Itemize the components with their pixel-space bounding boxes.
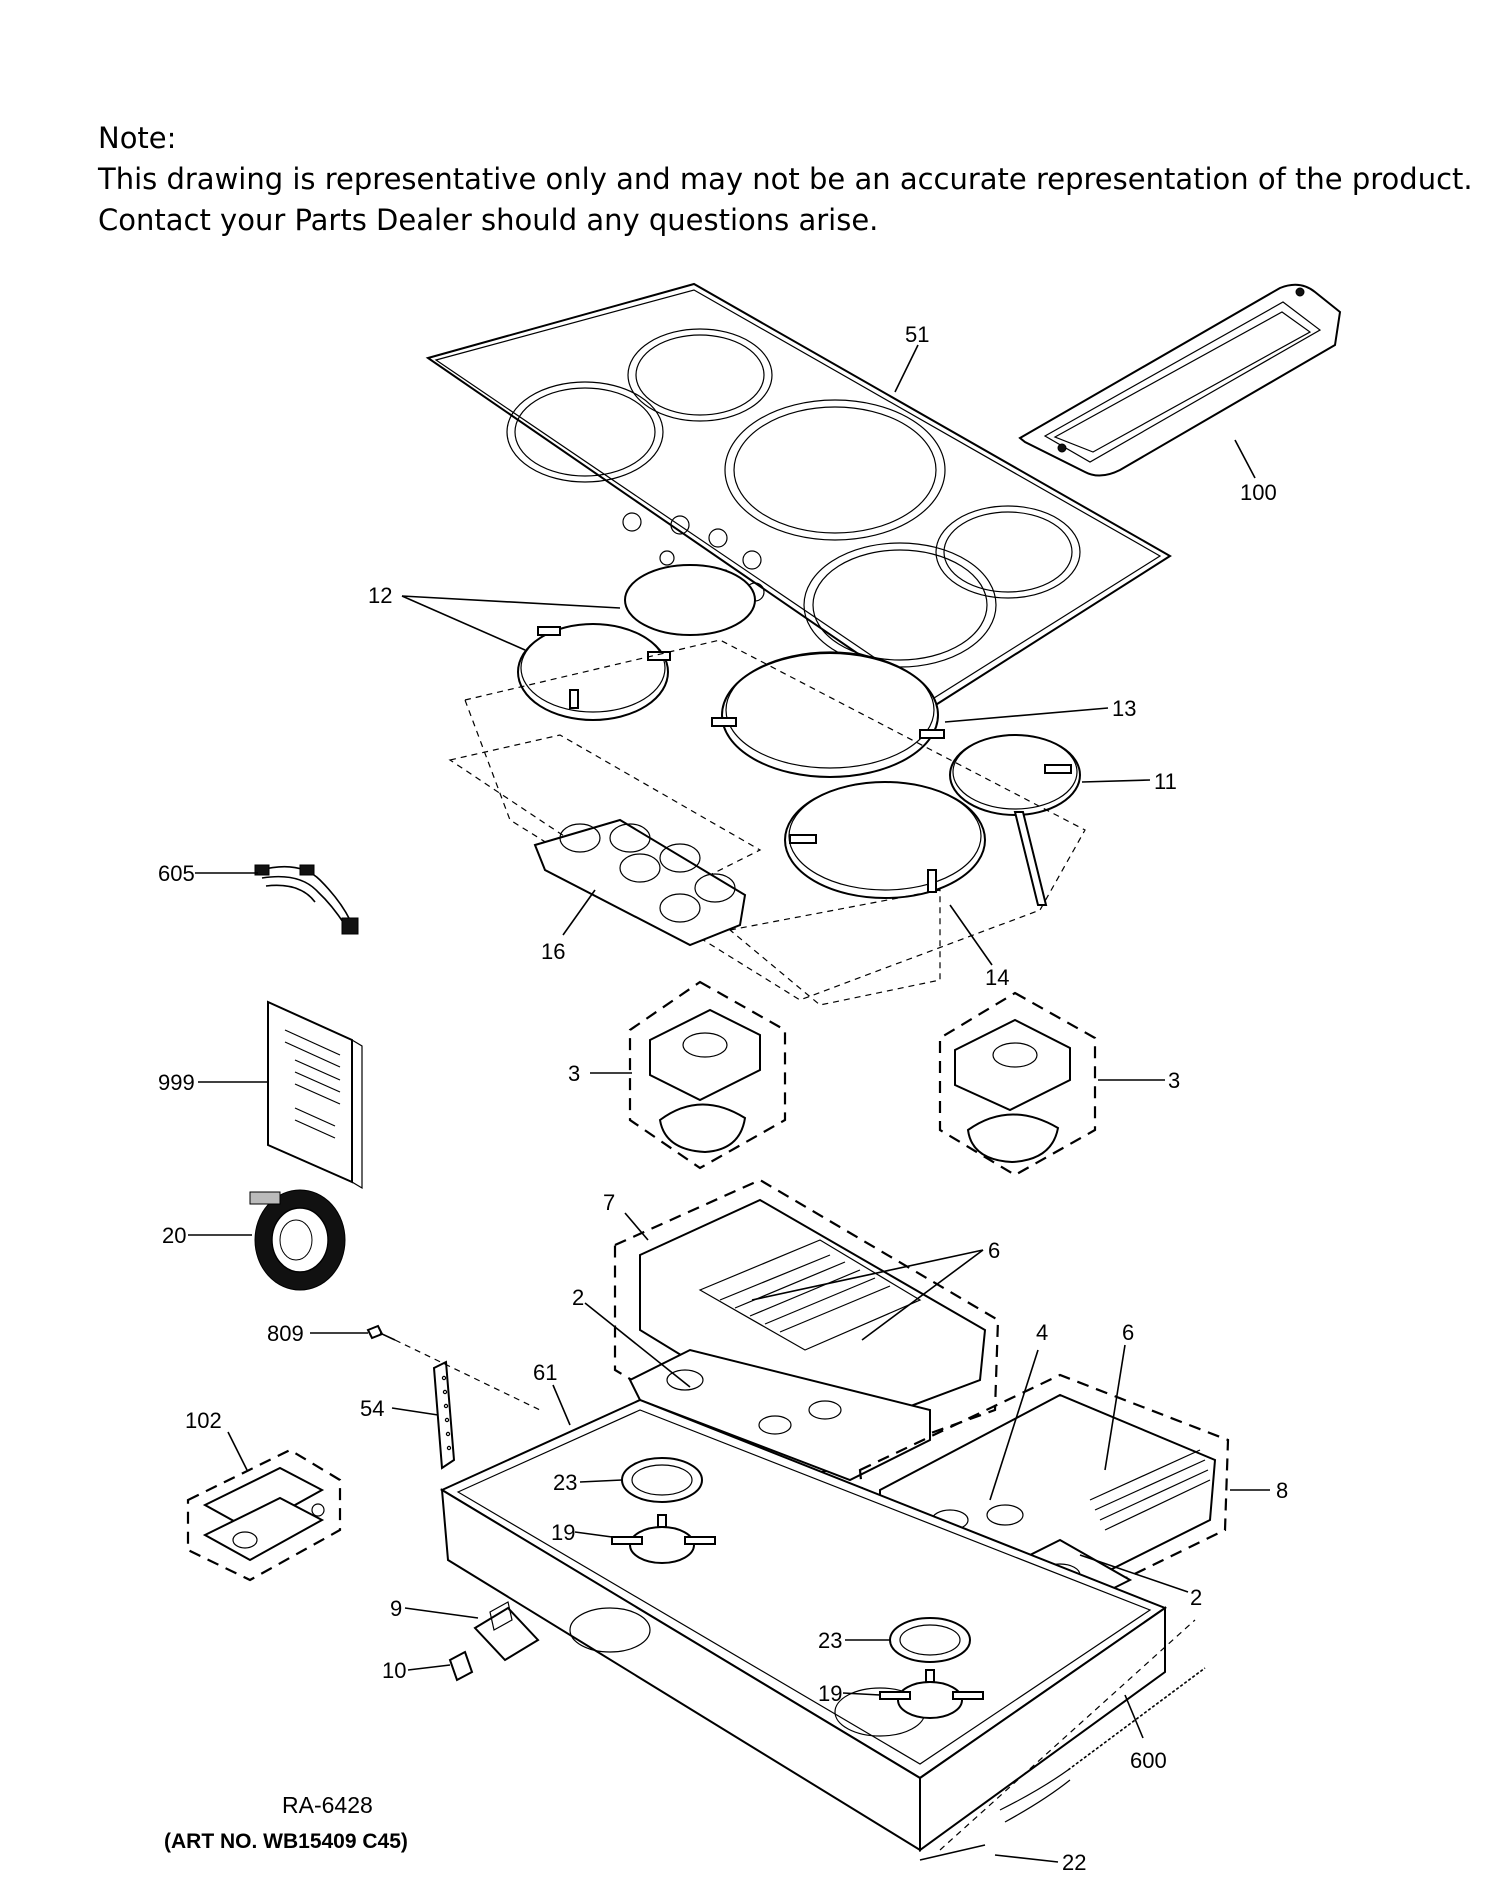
callout-10: 10 — [382, 1658, 406, 1683]
fan-assembly-part-3-right — [938, 991, 1097, 1177]
callout-2-left: 2 — [572, 1285, 584, 1310]
conduit-part-600 — [999, 1667, 1206, 1823]
induction-coil-part-14 — [784, 781, 986, 899]
induction-coil-part-13 — [711, 651, 945, 778]
control-board-part-16 — [533, 818, 747, 947]
callout-999: 999 — [158, 1070, 195, 1095]
label-part-22 — [919, 1844, 986, 1861]
note-line-1: This drawing is representative only and … — [98, 162, 1473, 196]
callout-2-right: 2 — [1190, 1585, 1202, 1610]
note-line-2: Contact your Parts Dealer should any que… — [98, 203, 879, 237]
callout-7: 7 — [603, 1190, 615, 1215]
callout-3-left: 3 — [568, 1061, 580, 1086]
note-heading: Note: — [98, 121, 177, 155]
induction-coil-part-12 — [517, 623, 671, 721]
callout-809: 809 — [267, 1321, 304, 1346]
callout-4: 4 — [1036, 1320, 1048, 1345]
tape-roll-part-20 — [249, 1189, 346, 1291]
base-pan-part-61 — [439, 1398, 1196, 1852]
callout-9: 9 — [390, 1596, 402, 1621]
wire-harness-part-605 — [254, 864, 359, 935]
callout-13: 13 — [1112, 696, 1136, 721]
fan-assembly-part-3-left — [628, 980, 787, 1170]
gasket-part-23-right — [889, 1617, 971, 1663]
manual-part-999 — [267, 1000, 363, 1190]
callout-23-right: 23 — [818, 1628, 842, 1653]
callout-6-lower: 6 — [1122, 1320, 1134, 1345]
callout-labels: 51 100 12 13 11 605 16 14 3 3 999 20 7 6… — [158, 322, 1288, 1875]
callout-19-right: 19 — [818, 1681, 842, 1706]
bracket-part-54 — [394, 1339, 541, 1470]
control-knob-icons — [622, 512, 765, 602]
callout-600: 600 — [1130, 1748, 1167, 1773]
generator-box-part-7 — [613, 1178, 1000, 1482]
glass-cooktop-part-51 — [425, 282, 1172, 708]
bracket-part-9 — [473, 1601, 540, 1662]
callout-61: 61 — [533, 1360, 557, 1385]
griddle-part-100 — [1018, 283, 1342, 477]
induction-coil-part-11 — [949, 734, 1081, 906]
clip-part-10 — [448, 1650, 474, 1682]
callout-12: 12 — [368, 583, 392, 608]
gasket-part-23-left — [621, 1457, 703, 1503]
callout-51: 51 — [905, 322, 929, 347]
leader-lines — [188, 344, 1270, 1863]
terminal-block-part-102 — [186, 1448, 342, 1582]
art-number: (ART NO. WB15409 C45) — [164, 1830, 408, 1853]
callout-23-left: 23 — [553, 1470, 577, 1495]
spider-bracket-part-19-left — [611, 1514, 716, 1564]
screw-part-809 — [366, 1324, 396, 1341]
callout-102: 102 — [185, 1408, 222, 1433]
callout-605: 605 — [158, 861, 195, 886]
callout-100: 100 — [1240, 480, 1277, 505]
callout-11: 11 — [1154, 769, 1177, 794]
induction-coil-rear — [624, 564, 756, 636]
disclaimer-note: Note: This drawing is representative onl… — [98, 118, 1473, 241]
callout-3-right: 3 — [1168, 1068, 1180, 1093]
callout-14: 14 — [985, 965, 1009, 990]
callout-6-upper: 6 — [988, 1238, 1000, 1263]
callout-16: 16 — [541, 939, 565, 964]
callout-19-left: 19 — [551, 1520, 575, 1545]
spider-bracket-part-19-right — [879, 1669, 984, 1719]
callout-20: 20 — [162, 1223, 186, 1248]
callout-54: 54 — [360, 1396, 384, 1421]
callout-8: 8 — [1276, 1478, 1288, 1503]
ra-number: RA-6428 — [282, 1792, 373, 1818]
callout-22: 22 — [1062, 1850, 1086, 1875]
